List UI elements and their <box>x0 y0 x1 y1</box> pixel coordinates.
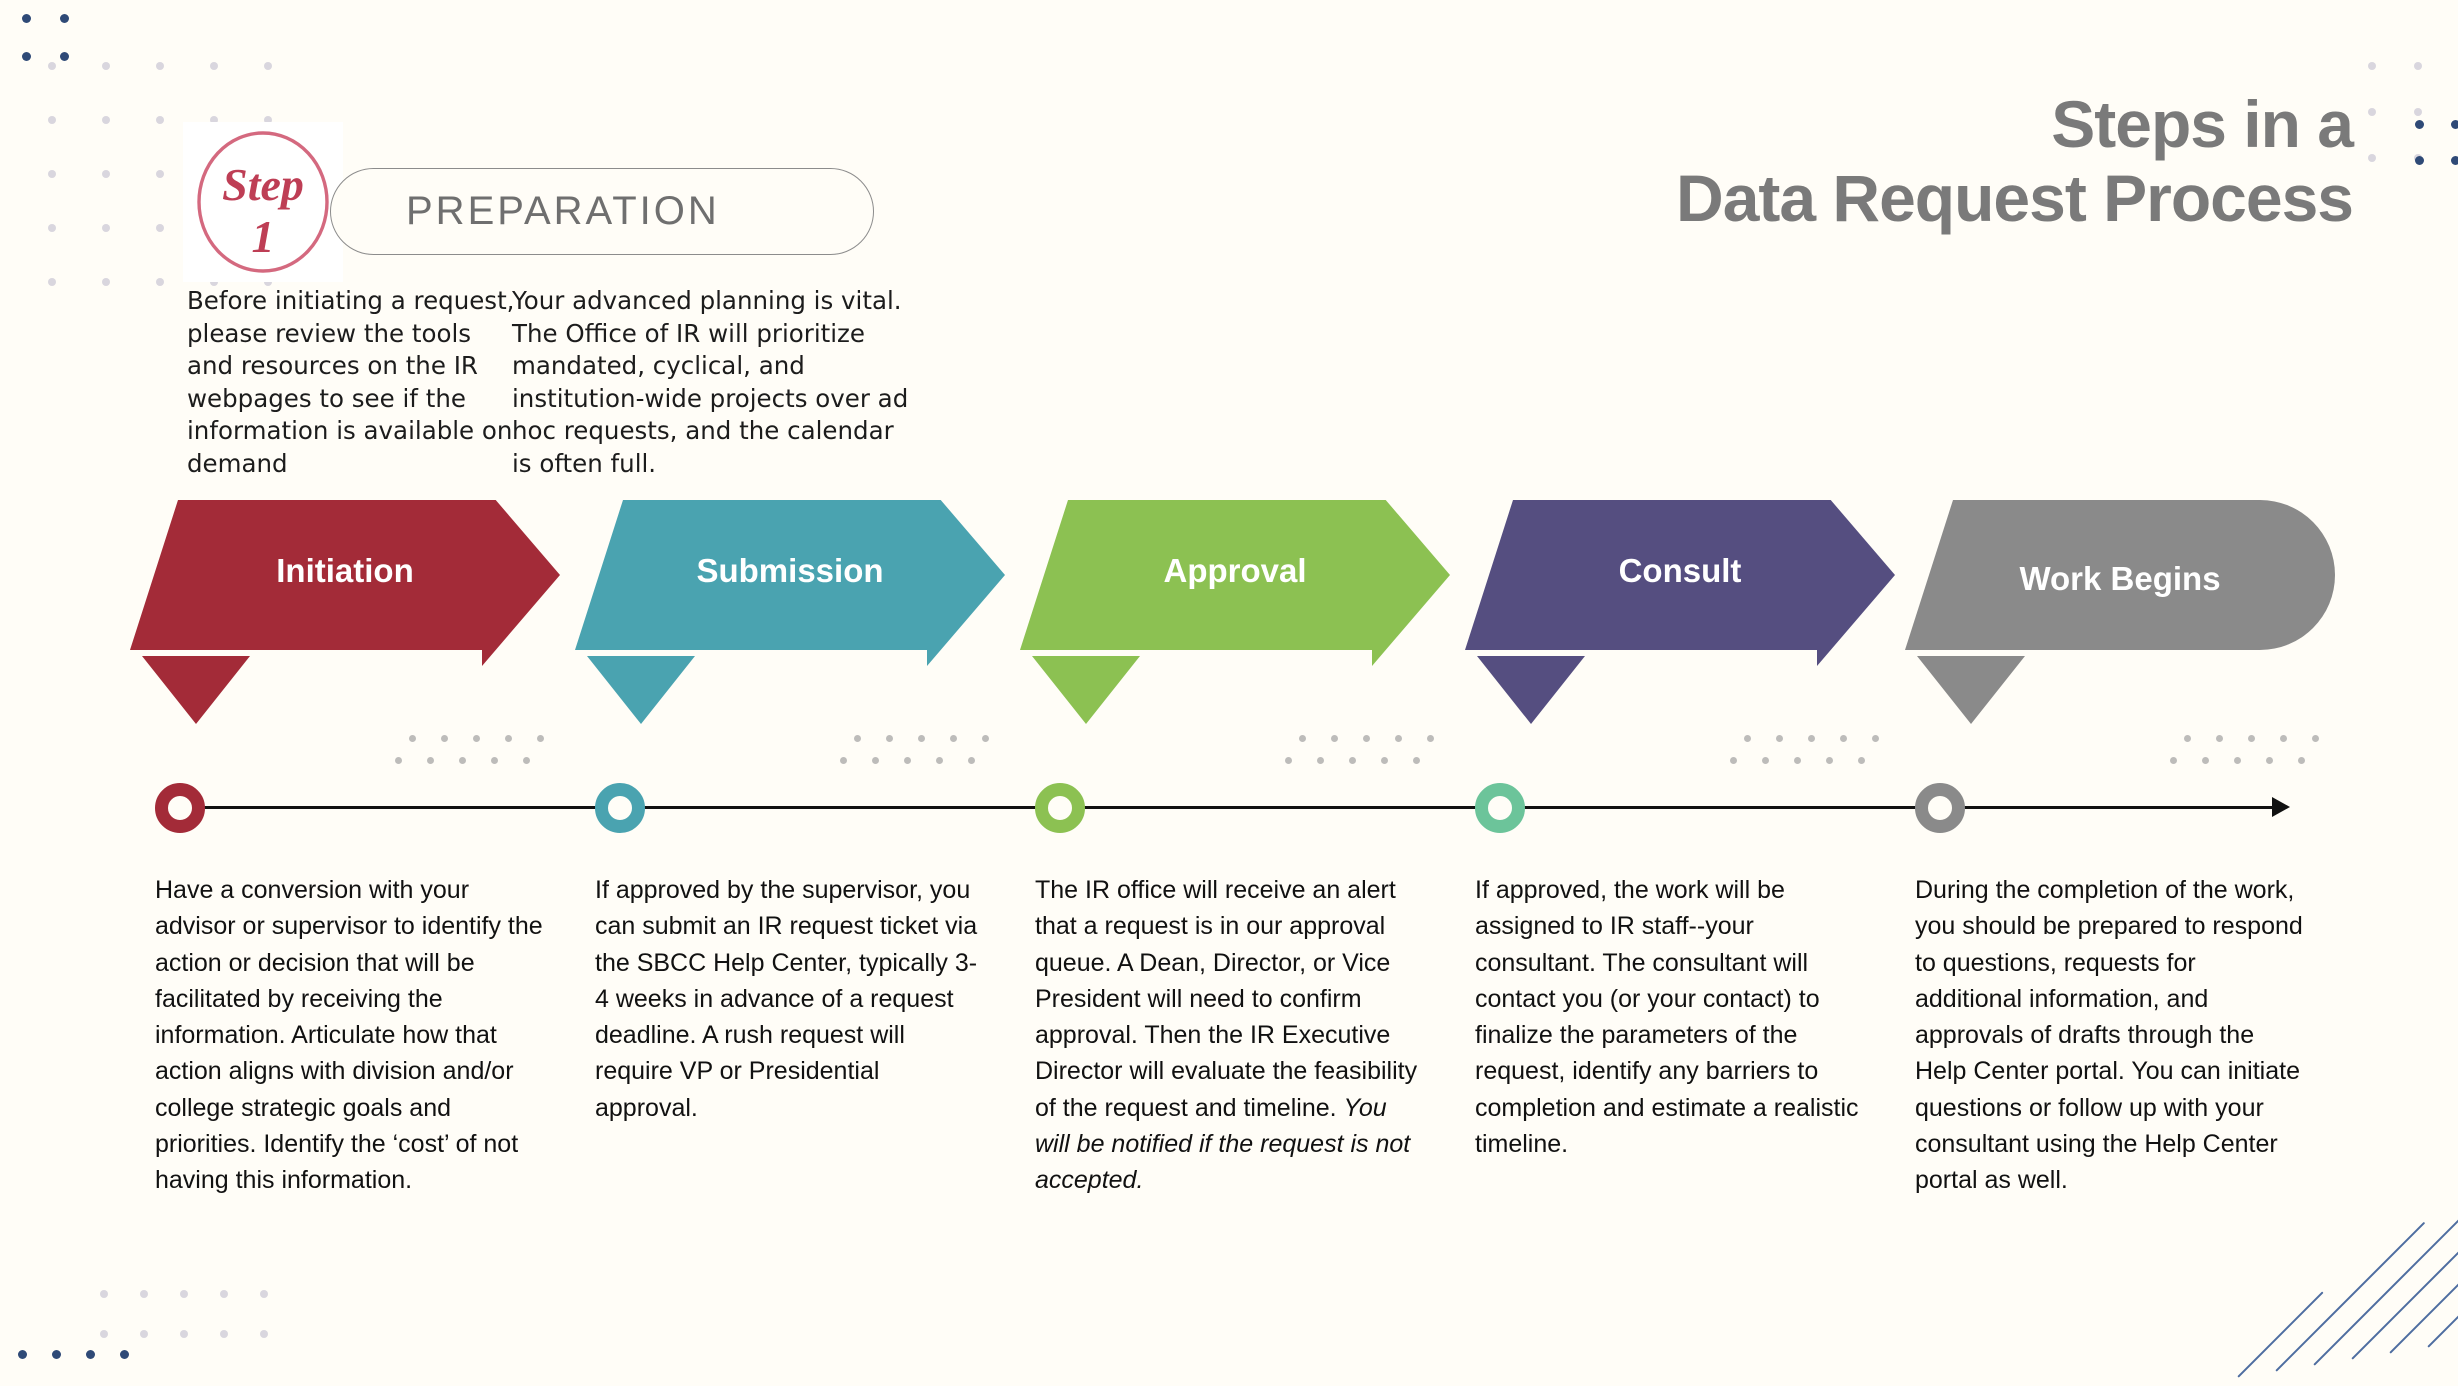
arrow-shape <box>575 500 1005 666</box>
decor-lavender-dots-bottom-left <box>100 1290 268 1360</box>
preparation-paragraph-2: Your advanced planning is vital. The Off… <box>512 286 909 478</box>
arrow-pointer-tab <box>142 656 250 724</box>
step-description-work-begins: During the completion of the work, you s… <box>1915 876 2303 1194</box>
process-arrow-consult[interactable]: Consult <box>1465 500 1895 770</box>
preparation-pill-label: PREPARATION <box>406 189 720 233</box>
preparation-paragraph-1: Before initiating a request, please revi… <box>187 286 515 478</box>
step-description-initiation: Have a conversion with your advisor or s… <box>155 876 543 1194</box>
arrow-shape <box>1905 500 2335 650</box>
decor-navy-dots-top-left <box>22 14 82 74</box>
step-description-consult: If approved, the work will be assigned t… <box>1475 876 1859 1158</box>
decor-navy-dots-bottom-left <box>18 1350 138 1380</box>
arrow-shape <box>1020 500 1450 666</box>
timeline-axis <box>160 806 2282 809</box>
step-1-badge: Step 1 <box>183 122 343 282</box>
arrow-shape <box>130 500 560 666</box>
arrow-pointer-tab <box>587 656 695 724</box>
process-arrow-initiation[interactable]: Initiation <box>130 500 560 770</box>
timeline-arrowhead-icon <box>2272 797 2290 817</box>
preparation-pill: PREPARATION <box>330 168 874 255</box>
arrow-shape <box>1465 500 1895 666</box>
timeline-node-consult[interactable] <box>1475 783 1525 833</box>
badge-step-number: 1 <box>252 211 275 262</box>
timeline-node-initiation[interactable] <box>155 783 205 833</box>
timeline-node-approval[interactable] <box>1035 783 1085 833</box>
step-description-approval: The IR office will receive an alert that… <box>1035 876 1418 1194</box>
page-title: Steps in a Data Request Process <box>1676 87 2354 235</box>
arrow-pointer-tab <box>1917 656 2025 724</box>
arrow-pointer-tab <box>1477 656 1585 724</box>
decor-navy-dots-top-right <box>2415 120 2458 180</box>
badge-step-word: Step <box>222 159 304 210</box>
timeline-node-submission[interactable] <box>595 783 645 833</box>
arrow-pointer-tab <box>1032 656 1140 724</box>
timeline-node-work-begins[interactable] <box>1915 783 1965 833</box>
step-description-submission: If approved by the supervisor, you can s… <box>595 876 978 1122</box>
process-arrow-work-begins[interactable]: Work Begins <box>1905 500 2335 770</box>
decor-diagonal-stripes <box>2228 1206 2458 1386</box>
process-arrow-approval[interactable]: Approval <box>1020 500 1450 770</box>
process-arrow-submission[interactable]: Submission <box>575 500 1005 770</box>
badge-hand-drawn-circle <box>197 131 329 273</box>
